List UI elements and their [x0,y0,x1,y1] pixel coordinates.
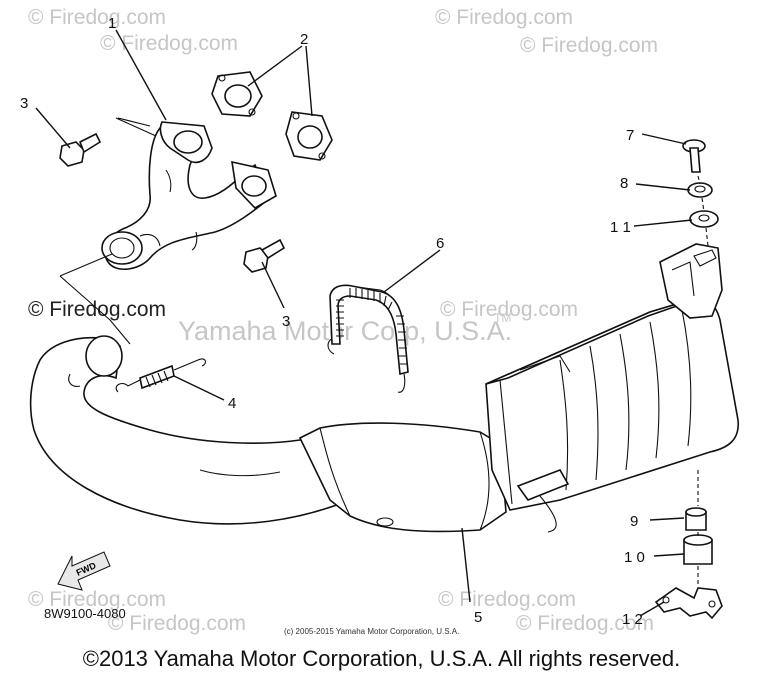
tm-mark: TM [494,311,511,325]
callout-11: 1 1 [610,219,631,236]
coil-hose-part [327,284,409,393]
callout-1: 1 [108,15,116,32]
bolt-upper [59,132,102,167]
callout-10: 1 0 [624,549,645,566]
callout-3-upper: 3 [20,95,28,112]
watermark-firedog-bottom-left: © Firedog.com [28,588,167,611]
watermark-firedog-top-mid: © Firedog.com [435,6,574,29]
fwd-arrow-icon [57,551,111,591]
watermark-firedog-top-left: © Firedog.com [28,6,167,29]
damper-part [685,507,707,531]
callout-6: 6 [436,235,444,252]
watermark-firedog-bottom-right: © Firedog.com [516,612,655,635]
watermark-firedog-bottom-mid: © Firedog.com [438,588,577,611]
bolt-lower [243,238,286,273]
footer-copyright: ©2013 Yamaha Motor Corporation, U.S.A. A… [82,646,681,671]
spring-part [115,358,207,393]
callout-8: 8 [620,175,628,192]
watermark-firedog-left: © Firedog.com [28,298,167,321]
watermark-firedog-top-mid2: © Firedog.com [100,32,239,55]
washer-upper [687,182,713,198]
watermark-firedog-mid: © Firedog.com [440,298,579,321]
watermark-firedog-bottom-mid2: © Firedog.com [108,612,247,635]
watermark-firedog-top-right: © Firedog.com [520,34,659,57]
gasket-lower [285,111,333,161]
callout-3-lower: 3 [282,313,290,330]
callout-7: 7 [626,127,634,144]
callout-9: 9 [630,513,638,530]
callout-2: 2 [300,31,308,48]
callout-4: 4 [228,395,236,412]
washer-lower [689,210,719,228]
watermark-yamaha: Yamaha Motor Corp, U.S.A. [178,316,513,346]
exhaust-manifold-part [101,121,277,270]
callout-12: 1 2 [622,611,643,628]
small-copyright: (c) 2005-2015 Yamaha Motor Corporation, … [284,627,460,636]
callout-5: 5 [474,609,482,626]
bolt-right [682,139,706,173]
collar-part [683,534,713,565]
muffler-part [29,243,739,533]
bracket-part [654,587,723,620]
gasket-upper [211,71,263,117]
leader-lines [35,29,709,617]
part-code: 8W9100-4080 [44,606,126,621]
